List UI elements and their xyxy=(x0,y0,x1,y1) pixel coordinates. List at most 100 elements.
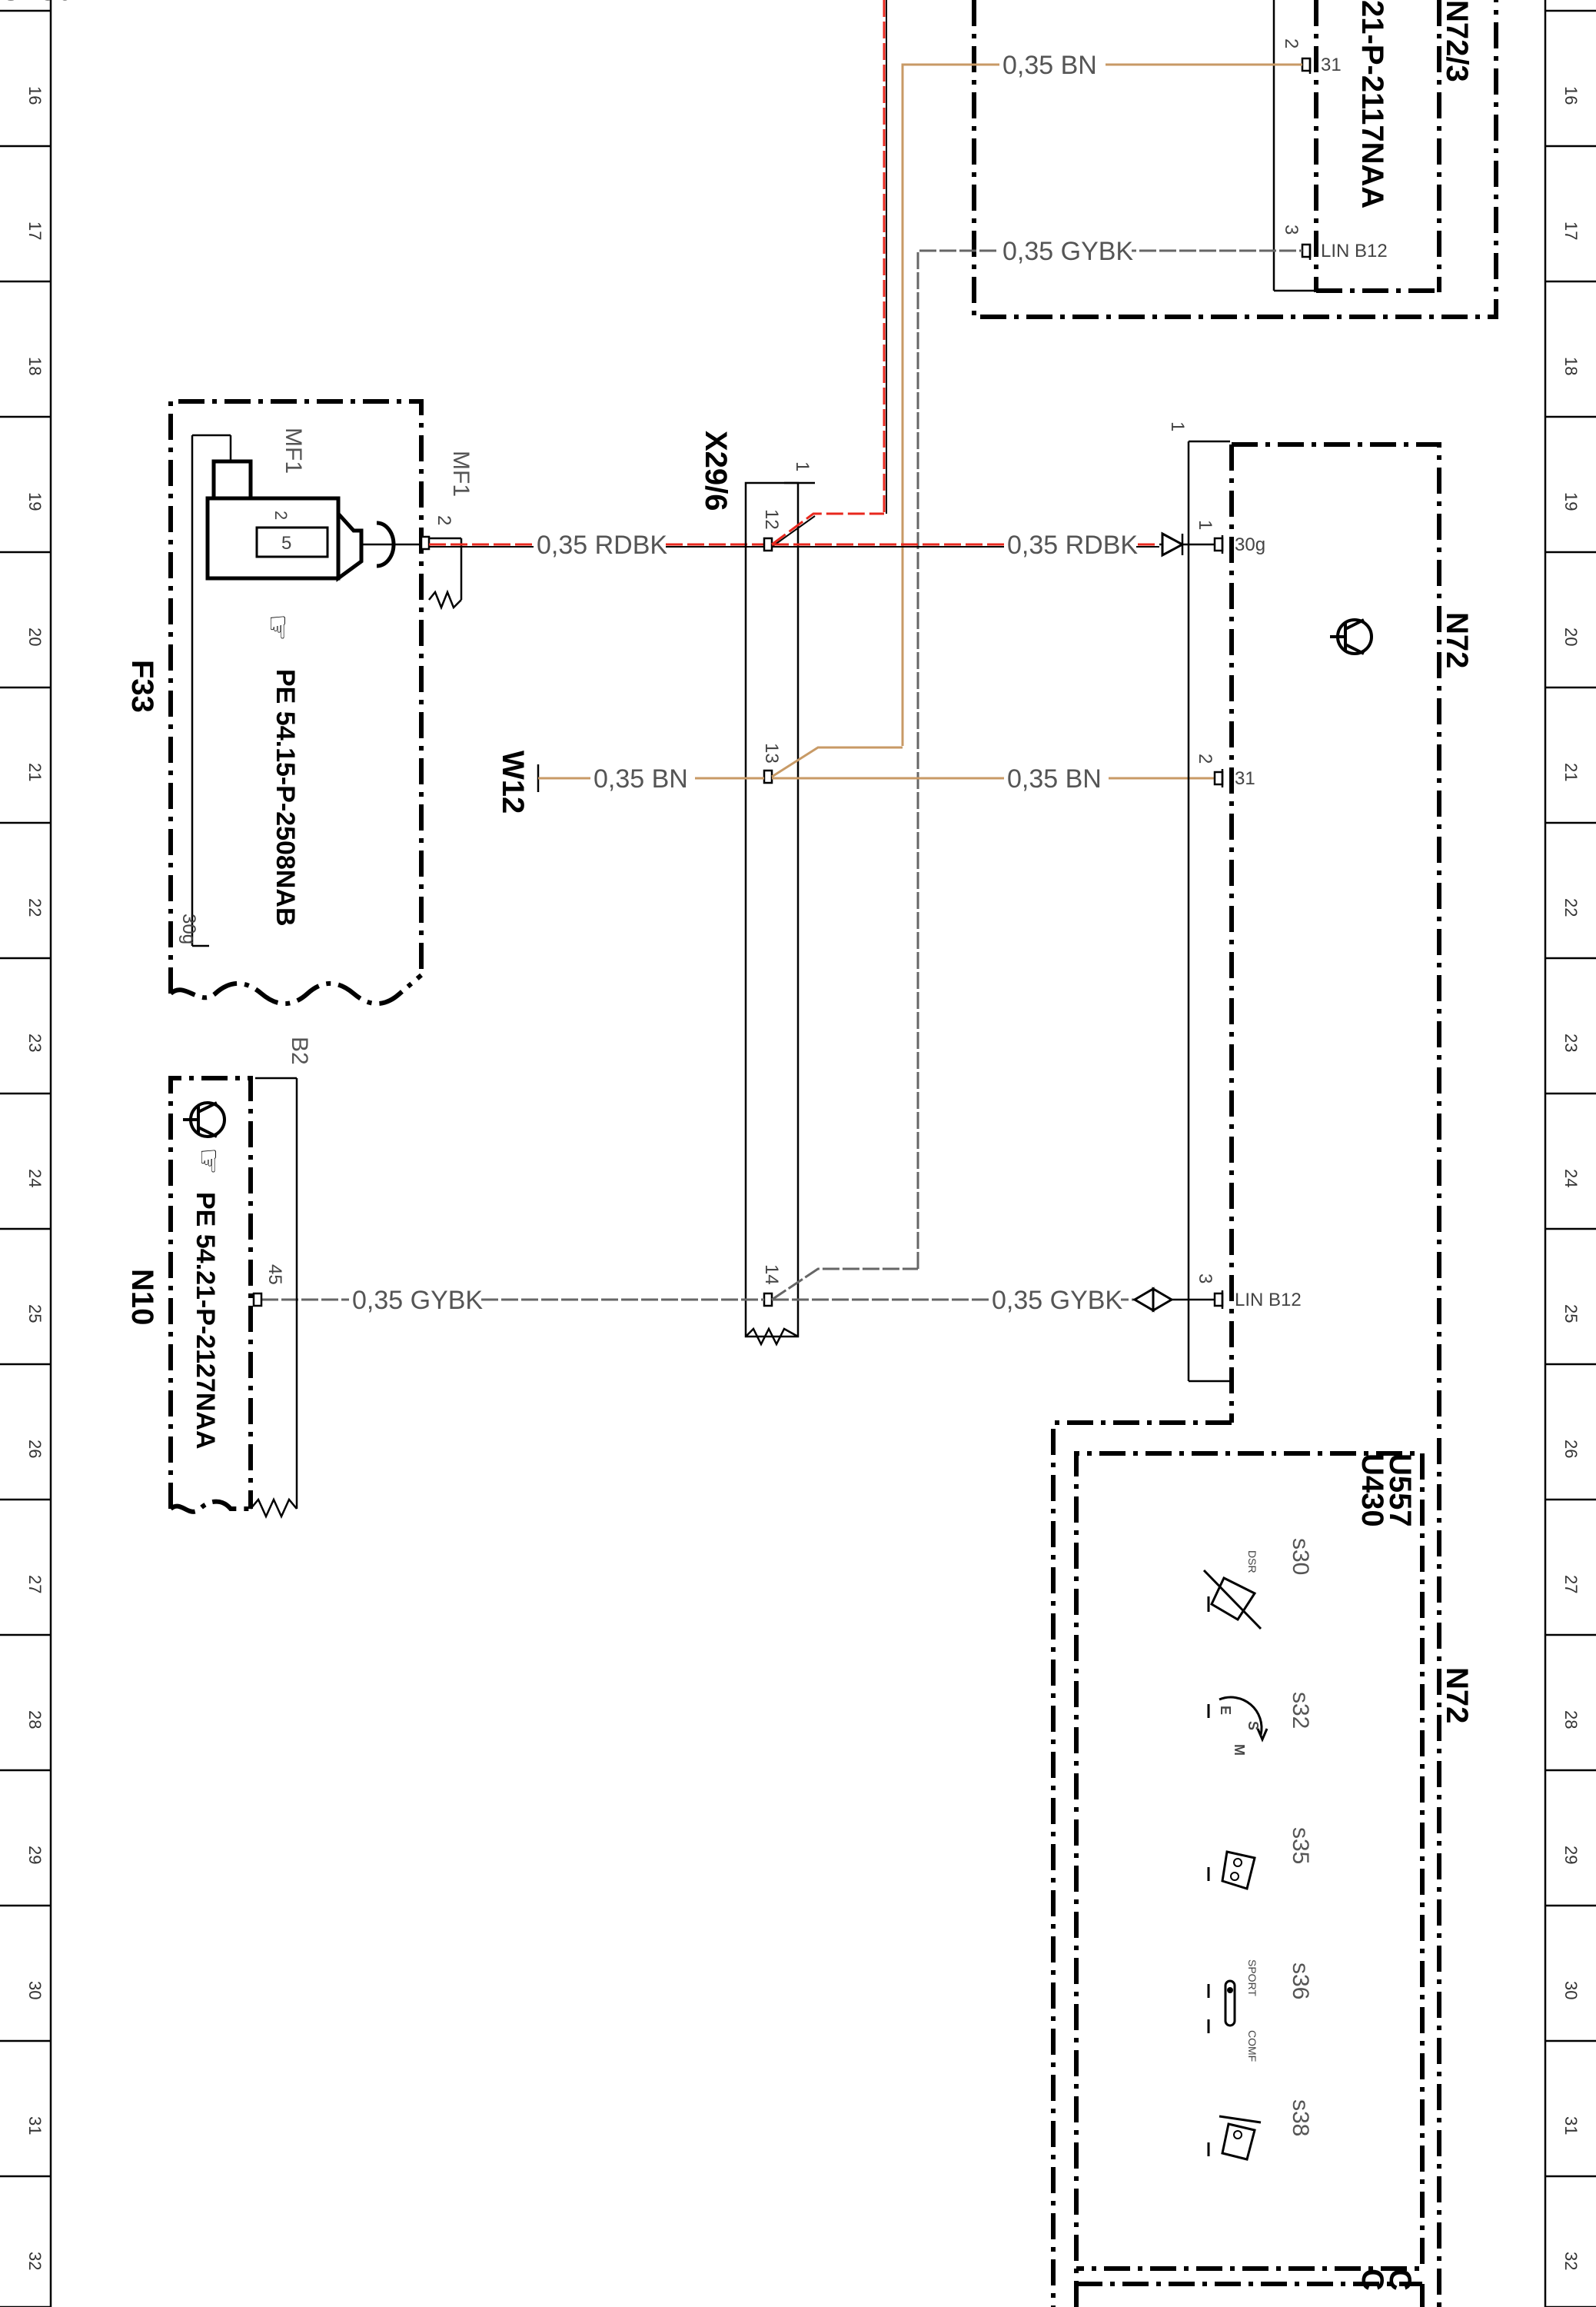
pin-label: 1 xyxy=(1167,421,1188,431)
switch-label: s35 xyxy=(1288,1827,1313,1864)
ruler-label: 27 xyxy=(25,1575,45,1593)
ruler-label: 17 xyxy=(25,221,45,240)
fuse-label: 2 xyxy=(271,511,291,520)
pin-label: 1 xyxy=(1195,520,1215,530)
transistor-icon xyxy=(1330,618,1373,655)
w12-label: W12 xyxy=(496,751,530,814)
switch-label: s38 xyxy=(1288,2099,1313,2136)
pin-label: 3 xyxy=(1281,225,1302,235)
wire-gybk-right: 0,35 GYBK xyxy=(772,1283,1215,1315)
fuse-label: 5 xyxy=(281,533,291,554)
pin-label: 31 xyxy=(1321,55,1342,75)
component-n10: B2 45 ☞ PE 54.21-P-2127NAA N10 xyxy=(125,1037,312,1520)
pin-label: 30g xyxy=(1235,534,1265,555)
wire-label: 0,35 RDBK xyxy=(1007,531,1138,560)
b2-label: B2 xyxy=(287,1037,312,1065)
ruler-label: 19 xyxy=(1561,492,1581,511)
ruler-left: 16 17 18 19 20 21 22 23 24 25 26 27 28 2… xyxy=(0,0,52,2307)
pin-label: 1 xyxy=(792,461,813,471)
ruler-label: 18 xyxy=(1561,357,1581,375)
x29-6-label: X29/6 xyxy=(699,431,733,511)
mf1-inner: MF1 xyxy=(281,428,306,474)
pin-label: 2 xyxy=(1195,754,1215,764)
ruler-label: 27 xyxy=(1561,1575,1581,1593)
pin-label: 2 xyxy=(1281,38,1302,48)
mode-letter: E xyxy=(1218,1706,1233,1715)
ruler-label: 31 xyxy=(25,2116,45,2135)
wire-top-rdbk xyxy=(883,0,887,514)
ruler-label: 29 xyxy=(1561,1846,1581,1864)
ruler-label: 23 xyxy=(25,1034,45,1052)
f33-label: F33 xyxy=(125,660,159,713)
switch-sublabel: SPORT xyxy=(1246,1959,1259,1996)
sport-comfort-toggle-icon: SPORT COMF xyxy=(1207,1959,1259,2062)
pin-label: 13 xyxy=(761,743,782,764)
n72-label: N72 xyxy=(1440,612,1474,668)
hand-pointer-icon: ☞ xyxy=(261,614,294,641)
pin-n72-3-lin: 3 LIN B12 xyxy=(1281,225,1388,261)
mf1-outer: MF1 xyxy=(448,451,474,497)
pin-label: 2 xyxy=(434,515,454,525)
ruler-label: 30 xyxy=(1561,1981,1581,1999)
mode-letter: S xyxy=(1245,1721,1261,1730)
ruler-label: 24 xyxy=(25,1169,45,1187)
component-n72-3: 21-P-2117NAA N72/3 2 31 3 LIN B12 xyxy=(972,0,1498,319)
ruler-label: 28 xyxy=(25,1710,45,1729)
component-n72: 1 N72 1 30g 2 31 3 LIN B12 xyxy=(1167,421,1474,1432)
u557-label: U557 xyxy=(1383,1453,1417,1527)
ruler-label: 21 xyxy=(1561,763,1581,781)
car-descent-icon xyxy=(1207,2115,1262,2161)
switch-label: s36 xyxy=(1288,1962,1313,1999)
ruler-label: 21 xyxy=(25,763,45,781)
ruler-label: 22 xyxy=(1561,898,1581,917)
wire-label: 0,35 GYBK xyxy=(992,1286,1122,1315)
wire-label: 0,35 BN xyxy=(1007,764,1102,794)
wire-rdbk-right: 0,35 RDBK xyxy=(772,528,1215,560)
switch-label: s30 xyxy=(1288,1538,1313,1575)
wire-label: 0,35 RDBK xyxy=(537,531,667,560)
n72-3-label: N72/3 xyxy=(1440,0,1474,82)
drive-mode-icon: S E M xyxy=(1207,1696,1268,1756)
ruler-label: 23 xyxy=(1561,1034,1581,1052)
ruler-label: 22 xyxy=(25,898,45,917)
pin-label: 3 xyxy=(1195,1273,1215,1283)
ruler-label: 24 xyxy=(1561,1169,1581,1187)
ruler-label: 16 xyxy=(25,86,45,105)
pin-label: 12 xyxy=(761,509,782,530)
ruler-label: 31 xyxy=(1561,2116,1581,2135)
wire-top-gybk: 0,35 GYBK xyxy=(916,234,1302,1269)
ruler-label: 25 xyxy=(25,1304,45,1323)
pin-n72-3-31: 2 31 xyxy=(1281,38,1342,75)
component-f33: 30g 5 2 MF1 MF1 2 F33 PE 54.15-P-2508NAB… xyxy=(125,399,474,1007)
partial-label-c: C xyxy=(1383,2269,1417,2291)
ruler-label: 20 xyxy=(25,628,45,646)
ruler-label: 28 xyxy=(1561,1710,1581,1729)
n72-3-ref: 21-P-2117NAA xyxy=(1355,0,1389,208)
n10-label: N10 xyxy=(125,1269,159,1325)
component-u557: U557 U430 U430 N72 C C s30 DSR s32 S E M… xyxy=(0,0,1474,2307)
stability-off-icon: DSR xyxy=(1202,1550,1262,1630)
partial-label-c: C xyxy=(1355,2269,1389,2291)
bidirectional-arrow-icon xyxy=(1132,1287,1174,1313)
switch-sublabel: DSR xyxy=(1246,1550,1259,1573)
pin-label: 45 xyxy=(264,1264,285,1285)
wire-label: 0,35 BN xyxy=(1002,51,1097,80)
pin-label: LIN B12 xyxy=(1235,1290,1302,1310)
u430-label: U430 xyxy=(0,0,74,7)
wire-label: 0,35 BN xyxy=(594,764,688,794)
ruler-label: 17 xyxy=(1561,221,1581,240)
wire-bn-right: 0,35 BN xyxy=(772,761,1215,794)
f33-ref: PE 54.15-P-2508NAB xyxy=(271,669,300,927)
u430-label: U430 xyxy=(1355,1453,1389,1527)
arrow-right-icon xyxy=(1161,531,1185,558)
car-icon xyxy=(1207,1850,1256,1890)
transistor-icon xyxy=(183,1101,226,1138)
hand-pointer-icon: ☞ xyxy=(191,1147,225,1175)
ruler-label: 30 xyxy=(25,1981,45,1999)
ruler-label: 32 xyxy=(25,2252,45,2270)
mode-letter: M xyxy=(1232,1744,1247,1756)
ruler-label: 25 xyxy=(1561,1304,1581,1323)
wire-bn-left: 0,35 BN W12 xyxy=(496,751,764,814)
wire-label: 0,35 GYBK xyxy=(1002,237,1133,266)
